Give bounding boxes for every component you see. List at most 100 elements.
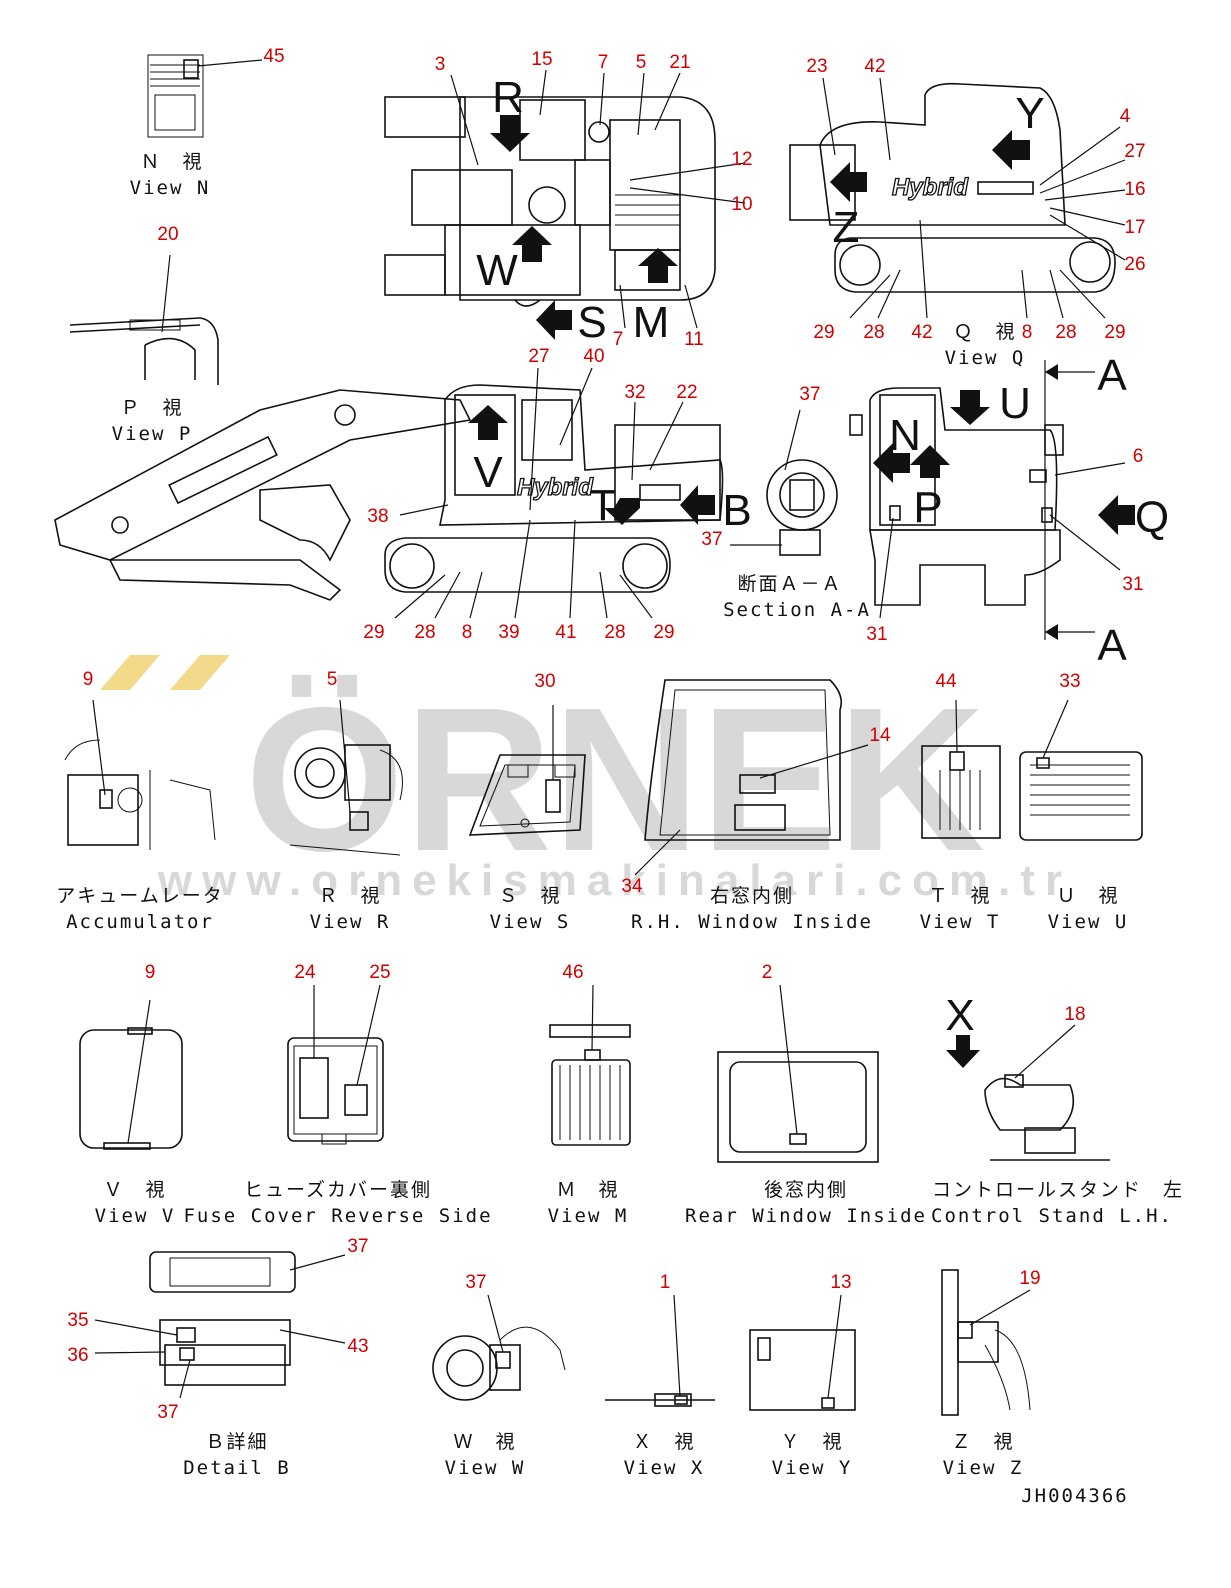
top-view-drawing: R W S M [384,69,746,347]
part-number-labels: 45 3 15 7 5 21 12 10 7 11 23 42 4 27 16 … [67,46,1145,1423]
caption-view-t-ja: Ｔ 視 [928,885,991,907]
caption-view-y-en: View Y [772,1457,853,1479]
part-number: 5 [327,669,338,690]
view-z-drawing [941,1269,1031,1416]
part-number: 38 [367,506,388,527]
rear-window-drawing [717,984,879,1163]
part-number: 28 [863,322,884,343]
part-number: 37 [799,384,820,405]
part-number: 34 [621,876,643,897]
view-q-machine-drawing: Hybrid Y Z [789,77,1126,319]
part-number: 41 [555,622,576,643]
part-number: 37 [701,529,722,550]
caption-control-stand-en: Control Stand L.H. [931,1205,1173,1227]
caption-fuse-cover-ja: ヒューズカバー裏側 [244,1179,432,1201]
caption-view-m-ja: Ｍ 視 [556,1179,619,1201]
watermark: ÖRNEK www.ornekismakinalari.com.tr [100,655,1072,905]
accumulator-drawing [64,699,216,850]
view-letter-v: V [473,448,503,497]
caption-view-p-ja: Ｐ 視 [120,397,183,419]
part-number: 7 [598,52,609,73]
document-code: JH004366 [1021,1485,1129,1507]
caption-view-r-ja: Ｒ 視 [318,885,381,907]
part-number: 31 [1122,574,1143,595]
part-number: 14 [869,725,891,746]
part-number: 43 [347,1336,368,1357]
hybrid-logo-side: Hybrid [517,474,594,501]
part-number: 28 [1055,322,1076,343]
view-letter-q: Q [1135,493,1169,542]
part-number: 37 [157,1402,178,1423]
caption-detail-b-en: Detail B [183,1457,291,1479]
view-v-drawing [79,999,183,1150]
view-letter-z: Z [833,203,860,252]
part-number: 9 [145,962,156,983]
part-number: 13 [830,1272,851,1293]
part-number: 5 [636,52,647,73]
part-number: 29 [813,322,834,343]
part-number: 3 [435,54,446,75]
caption-rear-window-en: Rear Window Inside [685,1205,927,1227]
part-number: 40 [583,346,604,367]
part-number: 24 [294,962,316,983]
caption-control-stand-ja: コントロールスタンド 左 [932,1179,1184,1201]
part-number: 45 [263,46,284,67]
part-number: 32 [624,382,645,403]
caption-rear-window-ja: 後窓内側 [764,1179,848,1201]
view-x-drawing [605,1294,715,1407]
part-number: 37 [347,1236,368,1257]
part-number: 26 [1124,254,1145,275]
caption-view-x-en: View X [624,1457,705,1479]
part-number: 29 [653,622,674,643]
view-captions: Ｎ 視 View N Ｐ 視 View P Ｑ 視 View Q 断面Ａ－Ａ S… [56,151,1184,1507]
part-number: 8 [1022,322,1033,343]
view-y-drawing [749,1294,856,1411]
part-number: 11 [684,329,704,350]
caption-view-z-en: View Z [943,1457,1024,1479]
part-number: 6 [1133,446,1144,467]
hybrid-logo-q: Hybrid [892,174,969,201]
part-number: 2 [762,962,773,983]
part-number: 44 [935,671,957,692]
view-w-drawing [432,1294,566,1401]
part-number: 17 [1124,217,1145,238]
control-stand-drawing: X [945,991,1110,1161]
part-number: 7 [613,329,624,350]
side-view-machine-drawing: Hybrid V T B [54,367,752,619]
part-number: 18 [1064,1004,1085,1025]
caption-view-n-en: View N [130,177,211,199]
view-t-drawing [921,699,1001,839]
part-number: 20 [157,224,178,245]
caption-view-x-ja: Ｘ 視 [632,1431,695,1453]
part-number: 9 [83,669,94,690]
view-letter-r: R [492,73,524,122]
caption-view-v-ja: Ｖ 視 [103,1179,166,1201]
view-letter-w: W [476,246,518,295]
caption-view-u-en: View U [1048,911,1129,933]
view-s-drawing [468,705,586,836]
view-u-drawing [1019,699,1143,841]
part-number: 1 [660,1272,671,1293]
caption-view-t-en: View T [920,911,1001,933]
caption-detail-b-ja: Ｂ詳細 [205,1431,268,1453]
part-number: 28 [414,622,435,643]
part-number: 39 [498,622,519,643]
part-number: 10 [731,194,752,215]
caption-view-m-en: View M [548,1205,629,1227]
part-number: 33 [1059,671,1080,692]
part-number: 19 [1019,1268,1040,1289]
caption-section-aa-ja: 断面Ａ－Ａ [737,573,842,595]
part-number: 4 [1120,106,1131,127]
view-p-drawing [69,254,219,385]
watermark-url: www.ornekismakinalari.com.tr [157,856,1072,905]
caption-view-y-ja: Ｙ 視 [780,1431,843,1453]
view-letter-y: Y [1015,89,1044,138]
caption-view-w-en: View W [445,1457,526,1479]
caption-view-s-en: View S [490,911,571,933]
caption-view-p-en: View P [112,423,193,445]
part-number: 21 [669,52,690,73]
caption-view-n-ja: Ｎ 視 [140,151,203,173]
section-aa-drawing [730,409,838,556]
view-letter-m: M [633,298,670,347]
part-number: 8 [462,622,473,643]
